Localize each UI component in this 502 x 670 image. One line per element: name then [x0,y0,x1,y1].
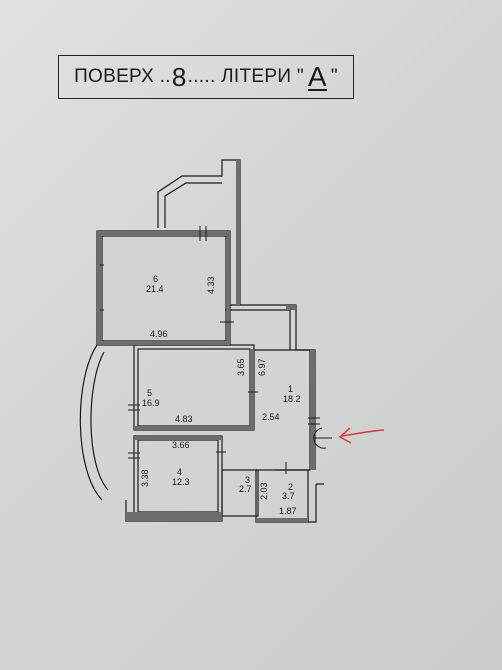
dim-room-5-width: 4.83 [175,414,193,424]
title-middle: ..... ЛІТЕРИ " [187,66,304,87]
title-floor-number: 8 [171,61,187,92]
room-5-area: 16.9 [142,398,160,408]
room-6-area: 21.4 [146,284,164,294]
dim-room-2-width: 1.87 [279,506,297,516]
dim-room-1-height: 6.97 [257,358,267,376]
title-suffix: " [330,66,338,87]
openings [100,226,320,474]
title-letter: А [307,61,327,92]
dim-room-2-height: 2.03 [259,482,269,500]
entrance-door-swing [313,427,327,449]
room-2-number: 2 [288,482,293,492]
room-1-number: 1 [288,384,293,394]
floor-title: ПОВЕРХ ..8..... ЛІТЕРИ "А" [58,55,354,99]
room-3-area: 2.7 [239,484,252,494]
wall-fills [97,160,315,522]
room-2-area: 3.7 [282,491,295,501]
title-prefix: ПОВЕРХ .. [74,66,171,87]
room-4-number: 4 [177,467,182,477]
dim-room-5-height: 3.65 [236,358,246,376]
dim-room-6-height: 4.33 [206,276,216,294]
dim-room-4-height: 3.38 [140,469,150,487]
dim-room-6-width: 4.96 [150,329,168,339]
room-3-number: 3 [245,475,250,485]
red-arrow-icon [338,427,385,444]
room-5-number: 5 [147,388,152,398]
dim-room-4-width: 3.66 [172,440,190,450]
room-4-area: 12.3 [172,477,190,487]
room-1-area: 18.2 [283,394,301,404]
dim-room-1-width: 2.54 [262,412,280,422]
room-6-number: 6 [153,274,158,284]
